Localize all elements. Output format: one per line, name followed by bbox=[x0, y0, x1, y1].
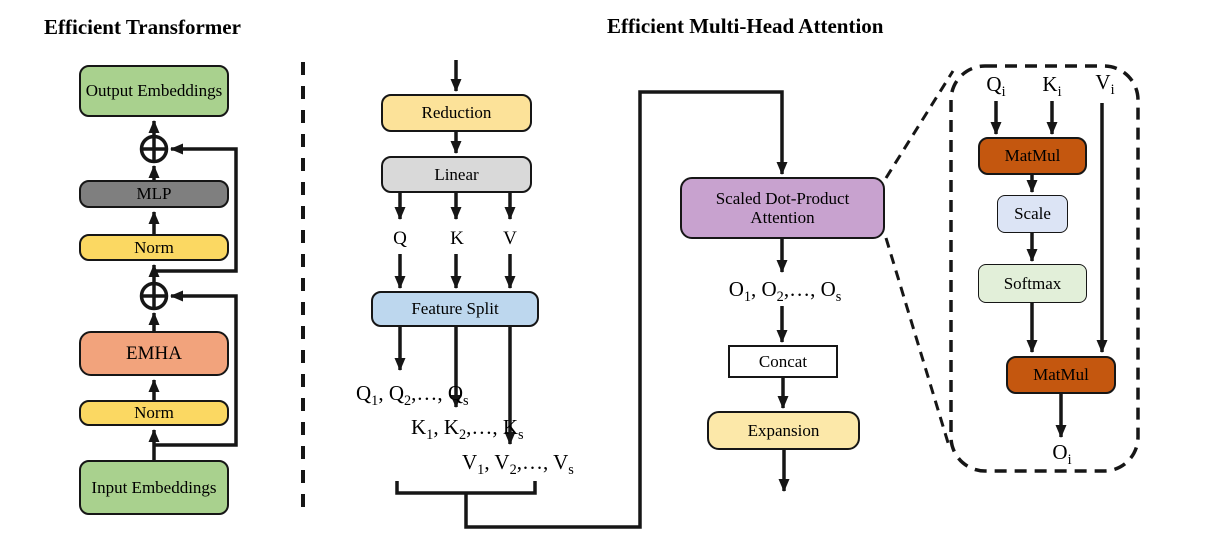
o-heads-label: O1, O2,…, Os bbox=[728, 277, 842, 306]
norm-block-lower: Norm bbox=[79, 400, 229, 426]
q-label: Q bbox=[393, 228, 407, 249]
expansion-block: Expansion bbox=[707, 411, 860, 450]
callout-leader-bottom bbox=[884, 237, 951, 447]
scale-block: Scale bbox=[997, 195, 1068, 233]
q-heads-label: Q1, Q2,…, Qs bbox=[356, 381, 469, 410]
callout-leader-top bbox=[884, 70, 955, 179]
residual-add-icon bbox=[139, 281, 169, 311]
matmul-bottom-block: MatMul bbox=[1006, 356, 1116, 394]
mlp-block: MLP bbox=[79, 180, 229, 208]
input-embeddings-block: Input Embeddings bbox=[79, 460, 229, 515]
ki-label: Ki bbox=[1042, 72, 1062, 101]
route-to-attention bbox=[464, 90, 788, 529]
residual-skip-upper bbox=[154, 143, 238, 273]
v-heads-label: V1, V2,…, Vs bbox=[462, 450, 574, 479]
vi-label: Vi bbox=[1095, 70, 1115, 99]
reduction-block: Reduction bbox=[381, 94, 532, 132]
emha-block: EMHA bbox=[79, 331, 229, 376]
softmax-block: Softmax bbox=[978, 264, 1087, 303]
oi-label: Oi bbox=[1052, 440, 1072, 469]
feature-split-block: Feature Split bbox=[371, 291, 539, 327]
gather-bracket bbox=[395, 481, 537, 495]
residual-add-icon bbox=[139, 134, 169, 164]
v-label: V bbox=[503, 228, 517, 249]
k-label: K bbox=[450, 228, 464, 249]
output-embeddings-block: Output Embeddings bbox=[79, 65, 229, 117]
zoom-callout-border bbox=[949, 64, 1140, 473]
right-panel-title: Efficient Multi-Head Attention bbox=[607, 14, 884, 38]
residual-skip-lower bbox=[154, 290, 238, 447]
matmul-top-block: MatMul bbox=[978, 137, 1087, 175]
linear-block: Linear bbox=[381, 156, 532, 193]
scaled-dot-product-attention-block: Scaled Dot-Product Attention bbox=[680, 177, 885, 239]
left-panel-title: Efficient Transformer bbox=[44, 15, 241, 39]
qi-label: Qi bbox=[986, 72, 1006, 101]
concat-block: Concat bbox=[728, 345, 838, 378]
norm-block-upper: Norm bbox=[79, 234, 229, 261]
k-heads-label: K1, K2,…, Ks bbox=[411, 415, 524, 444]
